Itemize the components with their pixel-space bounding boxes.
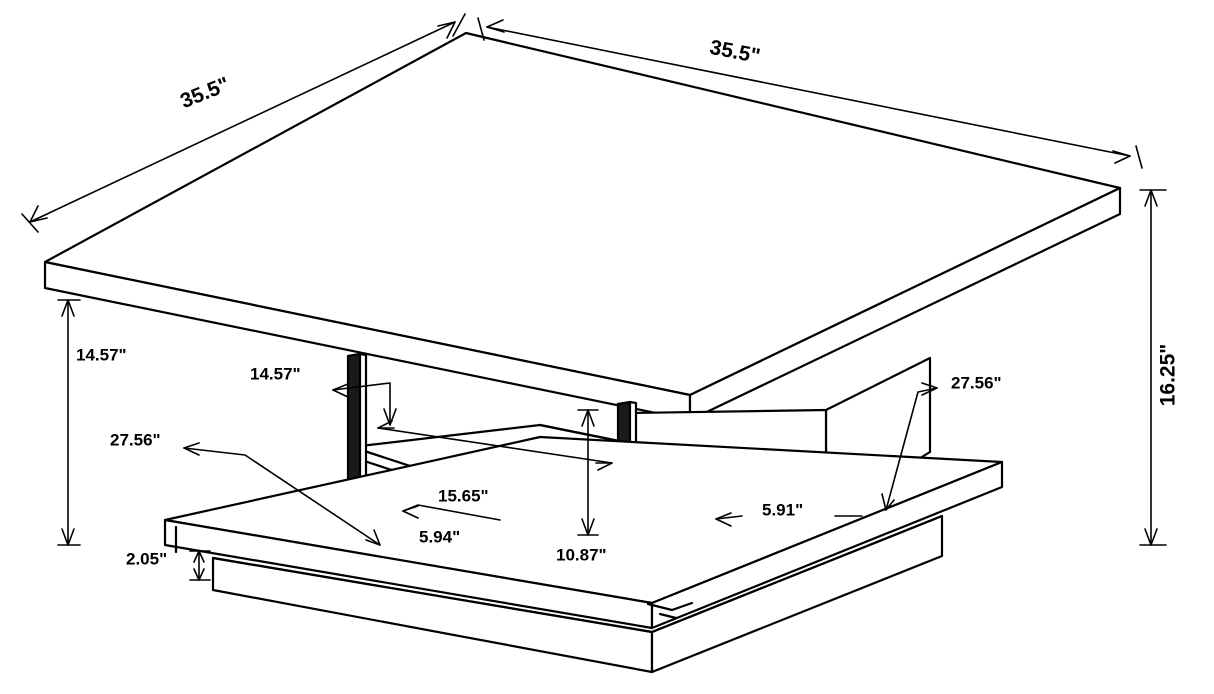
shelf-side-edge: [538, 423, 626, 444]
dimension-lines: [21, 13, 1167, 581]
dim-label-shelf-depth: 5.94": [419, 527, 461, 547]
post-left-slab: [346, 352, 368, 506]
dim-label-shelf-width: 15.65": [438, 486, 489, 506]
dim-label-base-edge-right: 5.91": [762, 500, 804, 520]
base-center-notch: [646, 601, 694, 620]
dim-label-base-thickness: 2.05": [126, 549, 168, 569]
dim-label-post-height: 14.57": [250, 364, 301, 384]
base-plinth: [211, 514, 944, 674]
dim-label-base-depth-left: 27.56": [110, 430, 161, 450]
dim-label-post-width: 10.87": [556, 545, 607, 565]
dim-label-clearance-left: 14.57": [76, 345, 127, 365]
dim-label-overall-height: 16.25": [1156, 343, 1180, 407]
dim-label-base-width-right: 27.56": [951, 373, 1002, 393]
